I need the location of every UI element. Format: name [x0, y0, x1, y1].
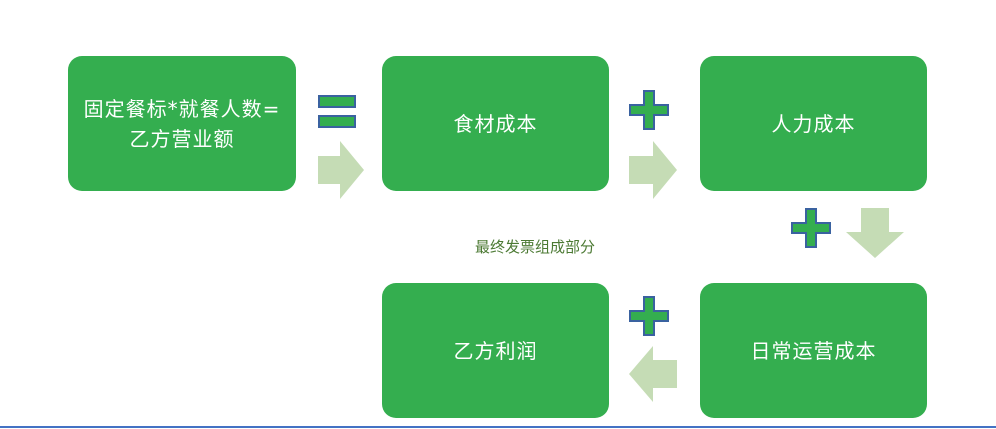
- labor-cost-label: 人力成本: [771, 111, 856, 136]
- arrow-right-icon: [629, 141, 677, 199]
- revenue-line1: 固定餐标*就餐人数=: [83, 96, 281, 121]
- plus-icon: [629, 90, 669, 130]
- revenue-box: 固定餐标*就餐人数= 乙方营业额: [68, 56, 296, 191]
- equals-icon: [318, 95, 356, 128]
- profit-box: 乙方利润: [382, 283, 609, 418]
- arrow-down-icon: [846, 208, 904, 258]
- arrow-right-icon: [318, 141, 364, 199]
- food-cost-box: 食材成本: [382, 56, 609, 191]
- profit-label: 乙方利润: [453, 338, 538, 363]
- plus-icon: [791, 208, 831, 248]
- arrow-left-icon: [629, 346, 677, 402]
- daily-cost-label: 日常运营成本: [750, 338, 877, 363]
- daily-cost-box: 日常运营成本: [700, 283, 927, 418]
- revenue-line2: 乙方营业额: [129, 126, 235, 151]
- labor-cost-box: 人力成本: [700, 56, 927, 191]
- bottom-rule: [0, 426, 996, 428]
- plus-icon: [629, 296, 669, 336]
- food-cost-label: 食材成本: [453, 111, 538, 136]
- caption: 最终发票组成部分: [474, 238, 595, 256]
